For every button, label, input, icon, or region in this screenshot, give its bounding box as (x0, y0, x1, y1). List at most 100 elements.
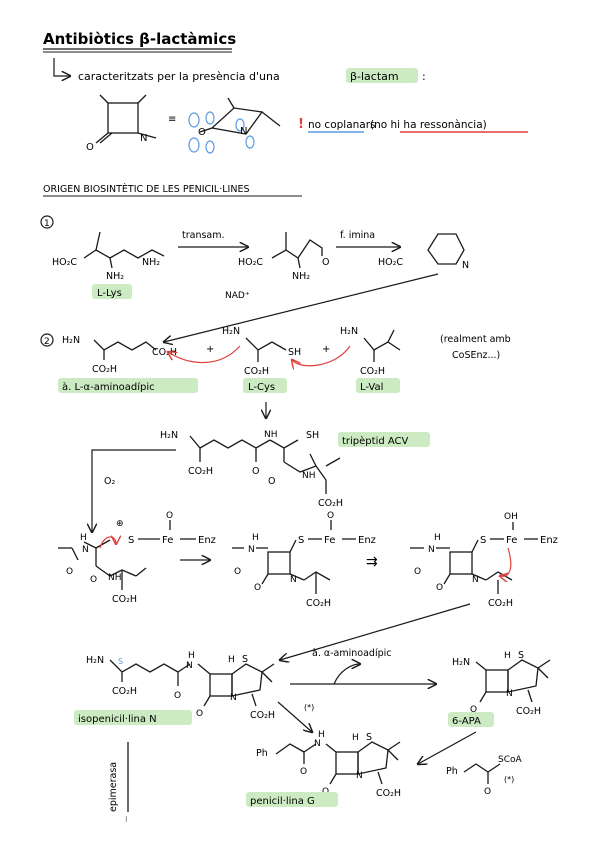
fimina-label: f. imina (340, 230, 375, 241)
int3-oh: OH (504, 512, 518, 522)
penicillin-g-structure (275, 741, 401, 785)
int3-n: N (428, 545, 435, 555)
int2-n: N (248, 545, 255, 555)
cys-co2h: CO₂H (244, 366, 269, 377)
int2-co2h: CO₂H (306, 598, 331, 609)
beta-lactam-structure-1 (95, 94, 157, 144)
note-noncoplanar: no coplanars (308, 119, 376, 131)
epimerasa-label: epimerasa (108, 762, 119, 812)
pg-o: O (300, 767, 307, 777)
int3-co2h: CO₂H (488, 598, 513, 609)
ipn-label: isopenicil·lina N (78, 714, 157, 725)
subtitle-text: caracteritzats per la presència d'una (78, 70, 280, 83)
step2-note-1: (realment amb (440, 334, 511, 345)
plus-1: + (206, 344, 214, 355)
pg-ph: Ph (256, 748, 268, 759)
tp-o-1: O (252, 466, 259, 477)
lys-highlight (92, 284, 132, 299)
int1-co2h: CO₂H (112, 594, 137, 605)
ipn-o2: O (196, 709, 203, 719)
long-arrow-to-step2 (164, 273, 439, 342)
apa-o: O (470, 705, 477, 715)
lys-ho2c: HO₂C (52, 257, 77, 268)
aad-reagent-label: à. α-aminoadípic (312, 648, 391, 659)
highlight-beta-lactam (346, 68, 418, 83)
ipn-n2: N (230, 693, 237, 703)
int3-n2: N (472, 575, 479, 585)
intermediate-2 (232, 539, 331, 594)
isopenicillin-structure (109, 659, 275, 707)
tp-nh: NH (264, 430, 278, 440)
colon: : (422, 70, 426, 83)
ipn-n: N (186, 661, 193, 671)
val-structure (363, 329, 401, 362)
intermediate-3 (410, 539, 513, 594)
int2-o: O (234, 567, 241, 577)
int1-fe-o: O (166, 511, 173, 521)
pg-n2: N (356, 771, 363, 781)
step1-number: 1 (44, 219, 50, 229)
pacoa-ph: Ph (446, 766, 458, 777)
bl1-n: N (140, 133, 147, 144)
int1-nh: NH (108, 573, 122, 583)
pacoa-scoa: SCoA (498, 755, 523, 765)
ipn-co2h-2: CO₂H (250, 710, 275, 721)
pg-h: H (318, 730, 325, 740)
tp-co2h-2: CO₂H (318, 498, 343, 509)
note-resonance: (no hi ha ressonància) (370, 119, 487, 131)
aldehyde-structure (271, 232, 323, 269)
int3-o2: O (436, 583, 443, 593)
tp-h2n: H₂N (160, 430, 178, 441)
int1-h: H (80, 533, 87, 543)
star-2: (*) (504, 775, 514, 784)
tp-highlight (338, 432, 430, 447)
imine-ho2c: HO₂C (378, 257, 403, 268)
ipn-co2h: CO₂H (112, 686, 137, 697)
aad-label: à. L-α-aminoadípic (62, 381, 155, 393)
plus-2: + (322, 344, 330, 355)
apa-structure (475, 659, 551, 703)
val-co2h: CO₂H (360, 366, 385, 377)
bullet-arrow (53, 58, 70, 76)
o2-arrow (92, 449, 176, 532)
star-1: (*) (304, 703, 314, 712)
cys-highlight (243, 378, 287, 393)
int2-o2: O (254, 583, 261, 593)
reagent-curve (333, 664, 360, 685)
pg-s: S (366, 732, 372, 743)
cys-h2n: H₂N (222, 326, 240, 337)
int1-fe: Fe (162, 535, 173, 546)
double-arrow-int2-int3: ⇉ (366, 554, 378, 570)
ipn-s: S (242, 654, 248, 665)
ipn-o: O (174, 691, 181, 701)
apa-s: S (518, 650, 524, 661)
ipn-s-stereo: S (118, 657, 123, 666)
transam-label: transam. (182, 230, 225, 241)
val-highlight (356, 378, 400, 393)
tp-nh-2: NH (302, 471, 316, 481)
cys-sh: SH (288, 347, 301, 358)
arrow-to-isopenicillin (280, 603, 471, 660)
aad-co2h: CO₂H (152, 347, 177, 358)
apa-highlight (448, 712, 494, 727)
red-curve-1 (168, 345, 241, 364)
red-curve-2 (292, 345, 351, 366)
bl1-o: O (86, 142, 94, 153)
pg-highlight (246, 792, 338, 807)
arrow-apa-to-pg (418, 731, 477, 764)
step2-number: 2 (44, 337, 50, 347)
int3-enz: Enz (540, 535, 558, 546)
cys-label: L-Cys (248, 382, 275, 393)
int1-s: S (128, 535, 134, 546)
ipn-h: H (188, 651, 195, 661)
int2-enz: Enz (358, 535, 376, 546)
pg-n: N (314, 739, 321, 749)
cys-structure (245, 337, 287, 362)
equals-sign: ≡ (168, 114, 176, 125)
imine-n: N (462, 260, 469, 271)
lys-label: L-Lys (97, 288, 122, 299)
int1-charge: ⊕ (116, 519, 124, 529)
aminoadipic-structure (93, 339, 157, 360)
imine-ring (427, 233, 465, 265)
